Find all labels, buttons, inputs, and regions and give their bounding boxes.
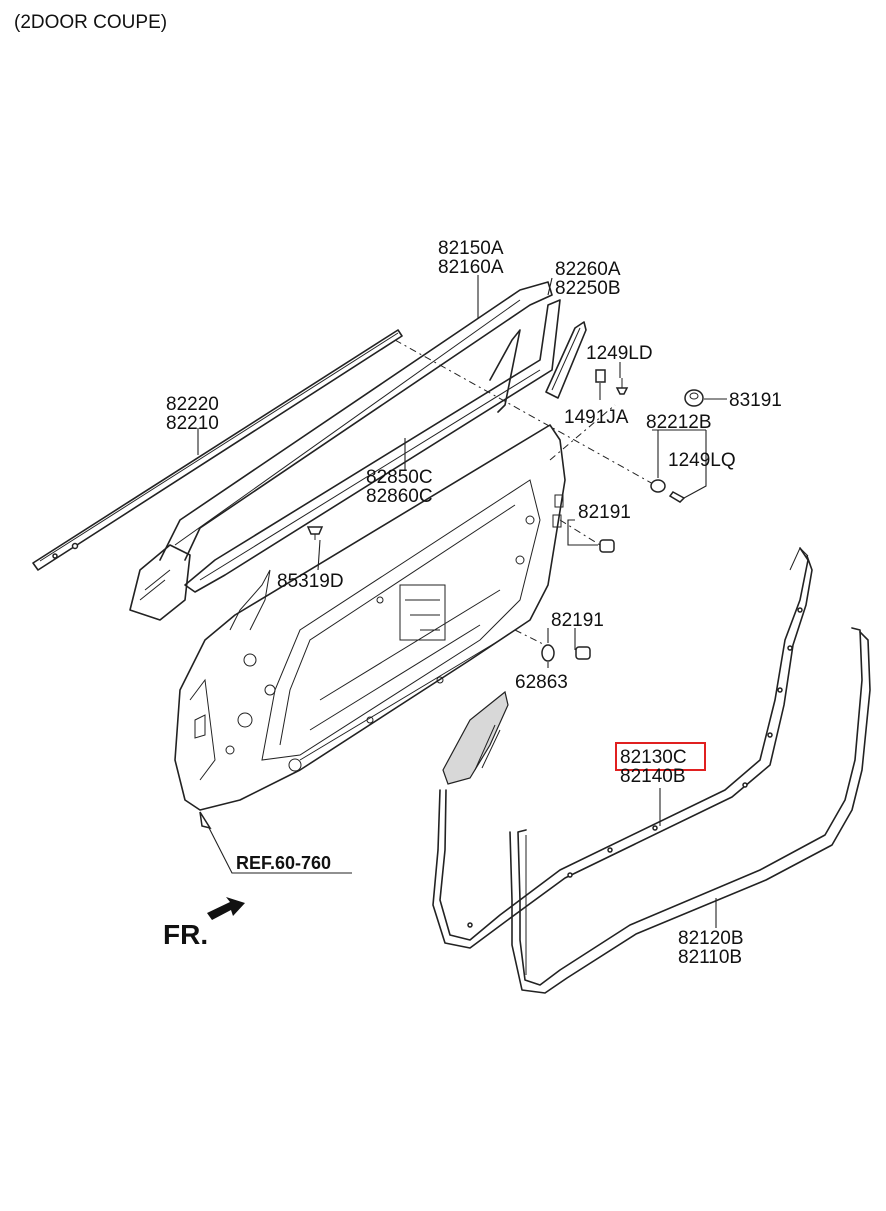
label-83191: 83191 <box>729 390 782 411</box>
label-62863: 62863 <box>515 672 568 693</box>
rear-channel-strip[interactable] <box>545 321 587 399</box>
leader-lines <box>197 275 727 928</box>
clip-85319D[interactable] <box>306 526 324 540</box>
label-front: FR. <box>163 919 208 950</box>
label-82860C: 82860C <box>366 486 433 507</box>
label-ref-60-760: REF.60-760 <box>236 853 331 873</box>
label-82191-upper: 82191 <box>578 502 631 523</box>
label-82140B: 82140B <box>620 766 686 787</box>
front-corner-pad[interactable] <box>442 690 509 785</box>
highlight-box-82130C <box>615 742 706 771</box>
label-82110B: 82110B <box>678 947 742 968</box>
label-82210: 82210 <box>166 413 219 434</box>
clip-1491JA[interactable] <box>595 369 606 383</box>
label-85319D: 85319D <box>277 571 344 592</box>
screw-1249LQ[interactable] <box>668 491 686 503</box>
body-side-weatherstrip[interactable] <box>432 547 813 949</box>
reference-line-mount <box>559 519 601 546</box>
door-inner-panel <box>174 424 566 811</box>
glass-run-channel[interactable] <box>184 299 561 593</box>
front-direction-arrow-icon <box>207 897 245 920</box>
label-82250B: 82250B <box>555 278 621 299</box>
diagram-caption: (2DOOR COUPE) <box>14 12 168 33</box>
label-82191-lower: 82191 <box>551 610 604 631</box>
label-82260A: 82260A <box>555 259 621 280</box>
belt-weatherstrip-outer[interactable] <box>32 329 403 571</box>
label-1491JA: 1491JA <box>564 407 629 428</box>
label-1249LQ: 1249LQ <box>668 450 736 471</box>
label-1249LD: 1249LD <box>586 343 653 364</box>
label-82130C: 82130C <box>620 747 687 768</box>
label-82212B: 82212B <box>646 412 712 433</box>
reference-line-panel <box>549 404 616 461</box>
bumper-82191-upper[interactable] <box>599 539 615 553</box>
label-82160A: 82160A <box>438 257 504 278</box>
clip-82212B[interactable] <box>650 479 666 493</box>
label-82220: 82220 <box>166 394 219 415</box>
reference-line-plug <box>514 629 546 646</box>
screw-1249LD[interactable] <box>615 378 629 395</box>
label-82850C: 82850C <box>366 467 433 488</box>
label-82150A: 82150A <box>438 238 504 259</box>
label-82120B: 82120B <box>678 928 744 949</box>
reference-line-clip <box>394 339 656 486</box>
plug-62863[interactable] <box>541 644 555 662</box>
grommet-83191[interactable] <box>684 389 704 407</box>
bumper-82191-lower[interactable] <box>575 646 591 660</box>
door-frame-moulding[interactable] <box>129 281 553 621</box>
door-side-weatherstrip[interactable] <box>509 627 871 994</box>
